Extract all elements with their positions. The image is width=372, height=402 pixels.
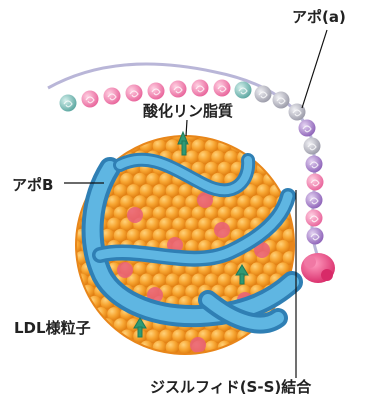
- oxidized-spot: [127, 207, 143, 223]
- oxidized-spot: [190, 337, 206, 353]
- kringle-domain: [60, 95, 77, 112]
- protease-domain: [301, 253, 335, 283]
- kringle-domain: [104, 88, 121, 105]
- oxidized-spot: [117, 262, 133, 278]
- kringle-domain: [273, 92, 290, 109]
- kringle-domain: [307, 228, 324, 245]
- kringle-domain: [214, 80, 231, 97]
- label-oxidized-phospholipid: 酸化リン脂質: [143, 100, 233, 121]
- kringle-domain: [255, 86, 272, 103]
- kringle-domain: [304, 138, 321, 155]
- kringle-domain: [126, 85, 143, 102]
- kringle-domain: [306, 156, 323, 173]
- kringle-domain: [299, 120, 316, 137]
- kringle-domain: [148, 83, 165, 100]
- label-disulfide-bond: ジスルフィド(S-S)結合: [150, 376, 311, 397]
- label-ldl-like-particle: LDL様粒子: [14, 317, 91, 338]
- label-apo-a: アポ(a): [292, 6, 346, 27]
- kringle-domain: [235, 82, 252, 99]
- kringle-domain: [82, 91, 99, 108]
- kringle-domain: [306, 192, 323, 209]
- kringle-domain: [307, 174, 324, 191]
- label-apo-b: アポB: [12, 174, 53, 195]
- kringle-domain: [306, 210, 323, 227]
- lipid-bead: [179, 341, 193, 355]
- kringle-domain: [170, 81, 187, 98]
- kringle-domain: [192, 80, 209, 97]
- oxidized-spot: [214, 222, 230, 238]
